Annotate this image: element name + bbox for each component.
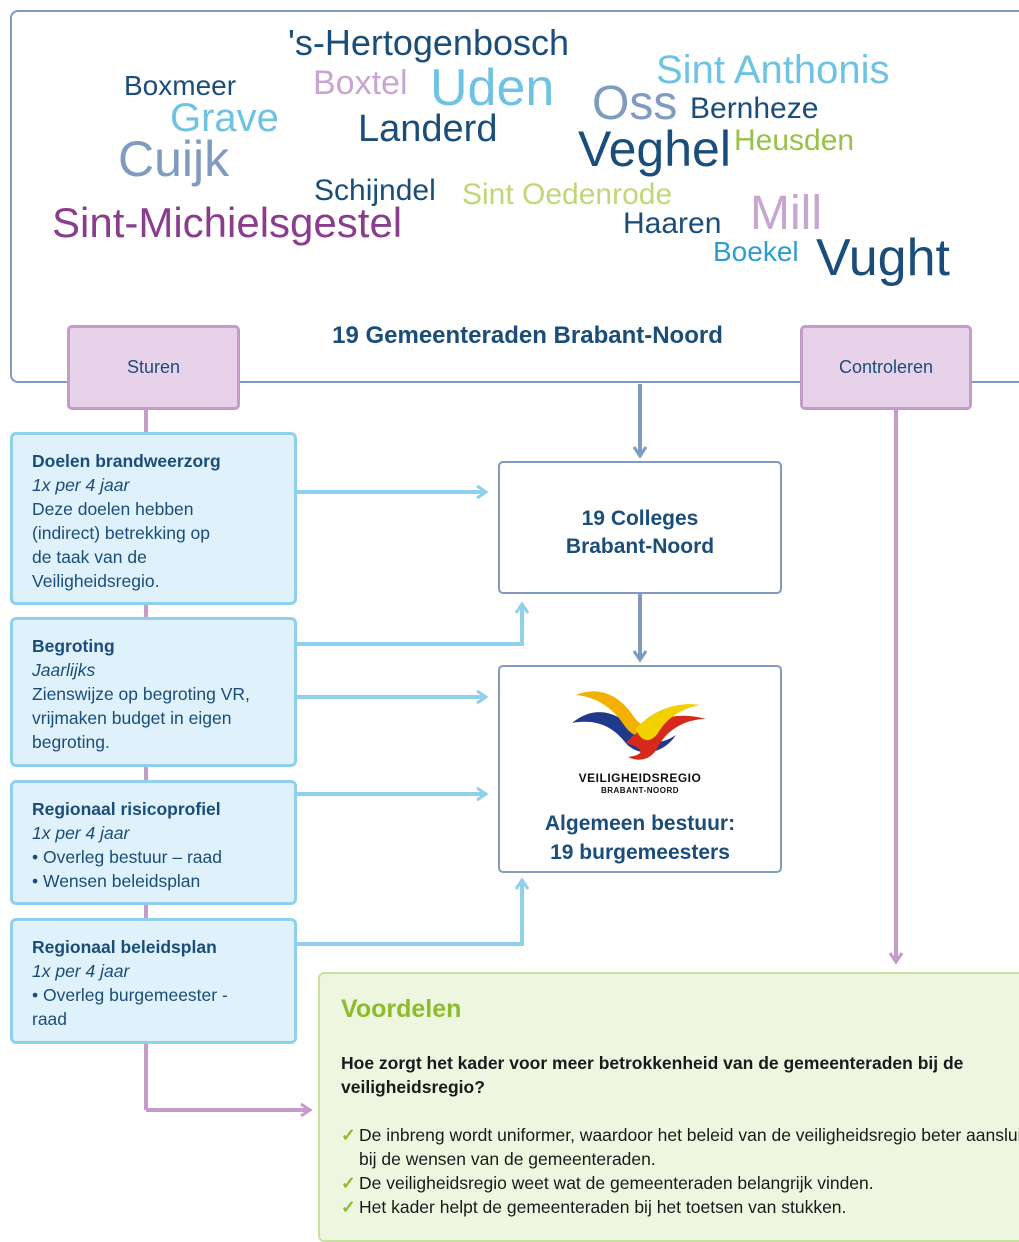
beleidsplan-title: Regionaal beleidsplan [32,937,217,957]
benefit-text: Het kader helpt de gemeenteraden bij het… [359,1197,847,1217]
doelen-box: Doelen brandweerzorg 1x per 4 jaar Deze … [10,432,297,605]
colleges-box: 19 Colleges Brabant-Noord [498,461,782,594]
voordelen-title: Voordelen [341,995,462,1023]
algemeen-line2: 19 burgemeesters [550,841,730,864]
algemeen-bestuur-box: VEILIGHEIDSREGIO BRABANT-NOORD Algemeen … [498,665,782,873]
risicoprofiel-title: Regionaal risicoprofiel [32,799,221,819]
word-uden: Uden [430,59,555,117]
check-icon: ✓ [341,1173,356,1193]
benefit-item: ✓ Het kader helpt de gemeenteraden bij h… [341,1195,1019,1219]
word-boekel: Boekel [713,236,799,267]
begroting-body: Zienswijze op begroting VR, vrijmaken bu… [32,684,250,752]
word-sint-anthonis: Sint Anthonis [656,48,890,92]
risicoprofiel-frequency: 1x per 4 jaar [32,823,130,843]
check-icon: ✓ [341,1197,356,1217]
doelen-title: Doelen brandweerzorg [32,451,221,471]
word-landerd: Landerd [358,108,498,150]
councils-title: 19 Gemeenteraden Brabant-Noord [332,322,723,349]
beleidsplan-box: Regionaal beleidsplan 1x per 4 jaar • Ov… [10,918,297,1044]
begroting-title: Begroting [32,636,115,656]
logo-name: VEILIGHEIDSREGIO [578,771,702,785]
word-hertogenbosch: 's-Hertogenbosch [288,22,570,63]
veiligheidsregio-logo-icon [572,691,706,760]
risicoprofiel-box: Regionaal risicoprofiel 1x per 4 jaar • … [10,780,297,905]
word-bernheze: Bernheze [690,92,819,125]
risicoprofiel-bullet: • Wensen beleidsplan [32,871,201,891]
voordelen-box: Voordelen Hoe zorgt het kader voor meer … [318,972,1019,1242]
sturen-label: Sturen [126,357,181,377]
word-sint-oedenrode: Sint Oedenrode [462,178,673,211]
word-sint-michielsgestel: Sint-Michielsgestel [52,199,403,246]
algemeen-line1: Algemeen bestuur: [544,812,736,835]
word-cuijk: Cuijk [118,131,230,187]
begroting-frequency: Jaarlijks [32,660,96,680]
word-haaren: Haaren [623,207,722,240]
word-mill: Mill [750,187,822,240]
benefit-text: De inbreng wordt uniformer, waardoor het… [359,1125,1019,1169]
word-schijndel: Schijndel [314,174,436,207]
beleidsplan-bullet: • Overleg burgemeester - raad [32,985,228,1029]
benefit-text: De veiligheidsregio weet wat de gemeente… [359,1173,874,1193]
councils-frame [10,10,1019,383]
controleren-label: Controleren [838,357,934,377]
word-grave: Grave [170,96,279,140]
check-icon: ✓ [341,1125,356,1145]
logo-subtitle: BRABANT-NOORD [600,786,680,795]
begroting-box: Begroting Jaarlijks Zienswijze op begrot… [10,617,297,767]
doelen-frequency: 1x per 4 jaar [32,475,130,495]
benefit-item: ✓ De inbreng wordt uniformer, waardoor h… [341,1123,1019,1171]
beleidsplan-up-arrow [297,880,522,946]
doelen-body: Deze doelen hebben (indirect) betrekking… [32,499,210,591]
sturen-box: Sturen [67,325,240,410]
word-boxmeer: Boxmeer [124,70,237,101]
begroting-up-arrow [297,604,522,646]
benefit-item: ✓ De veiligheidsregio weet wat de gemeen… [341,1171,1019,1195]
risicoprofiel-bullet: • Overleg bestuur – raad [32,847,222,867]
colleges-line1: 19 Colleges [581,507,699,530]
word-oss: Oss [592,77,678,130]
word-heusden: Heusden [734,124,855,157]
voordelen-question: Hoe zorgt het kader voor meer betrokkenh… [341,1053,964,1097]
controleren-box: Controleren [800,325,972,410]
word-veghel: Veghel [578,121,731,177]
colleges-line2: Brabant-Noord [565,535,715,558]
word-vught: Vught [816,229,950,287]
word-boxtel: Boxtel [313,64,408,102]
beleidsplan-frequency: 1x per 4 jaar [32,961,130,981]
